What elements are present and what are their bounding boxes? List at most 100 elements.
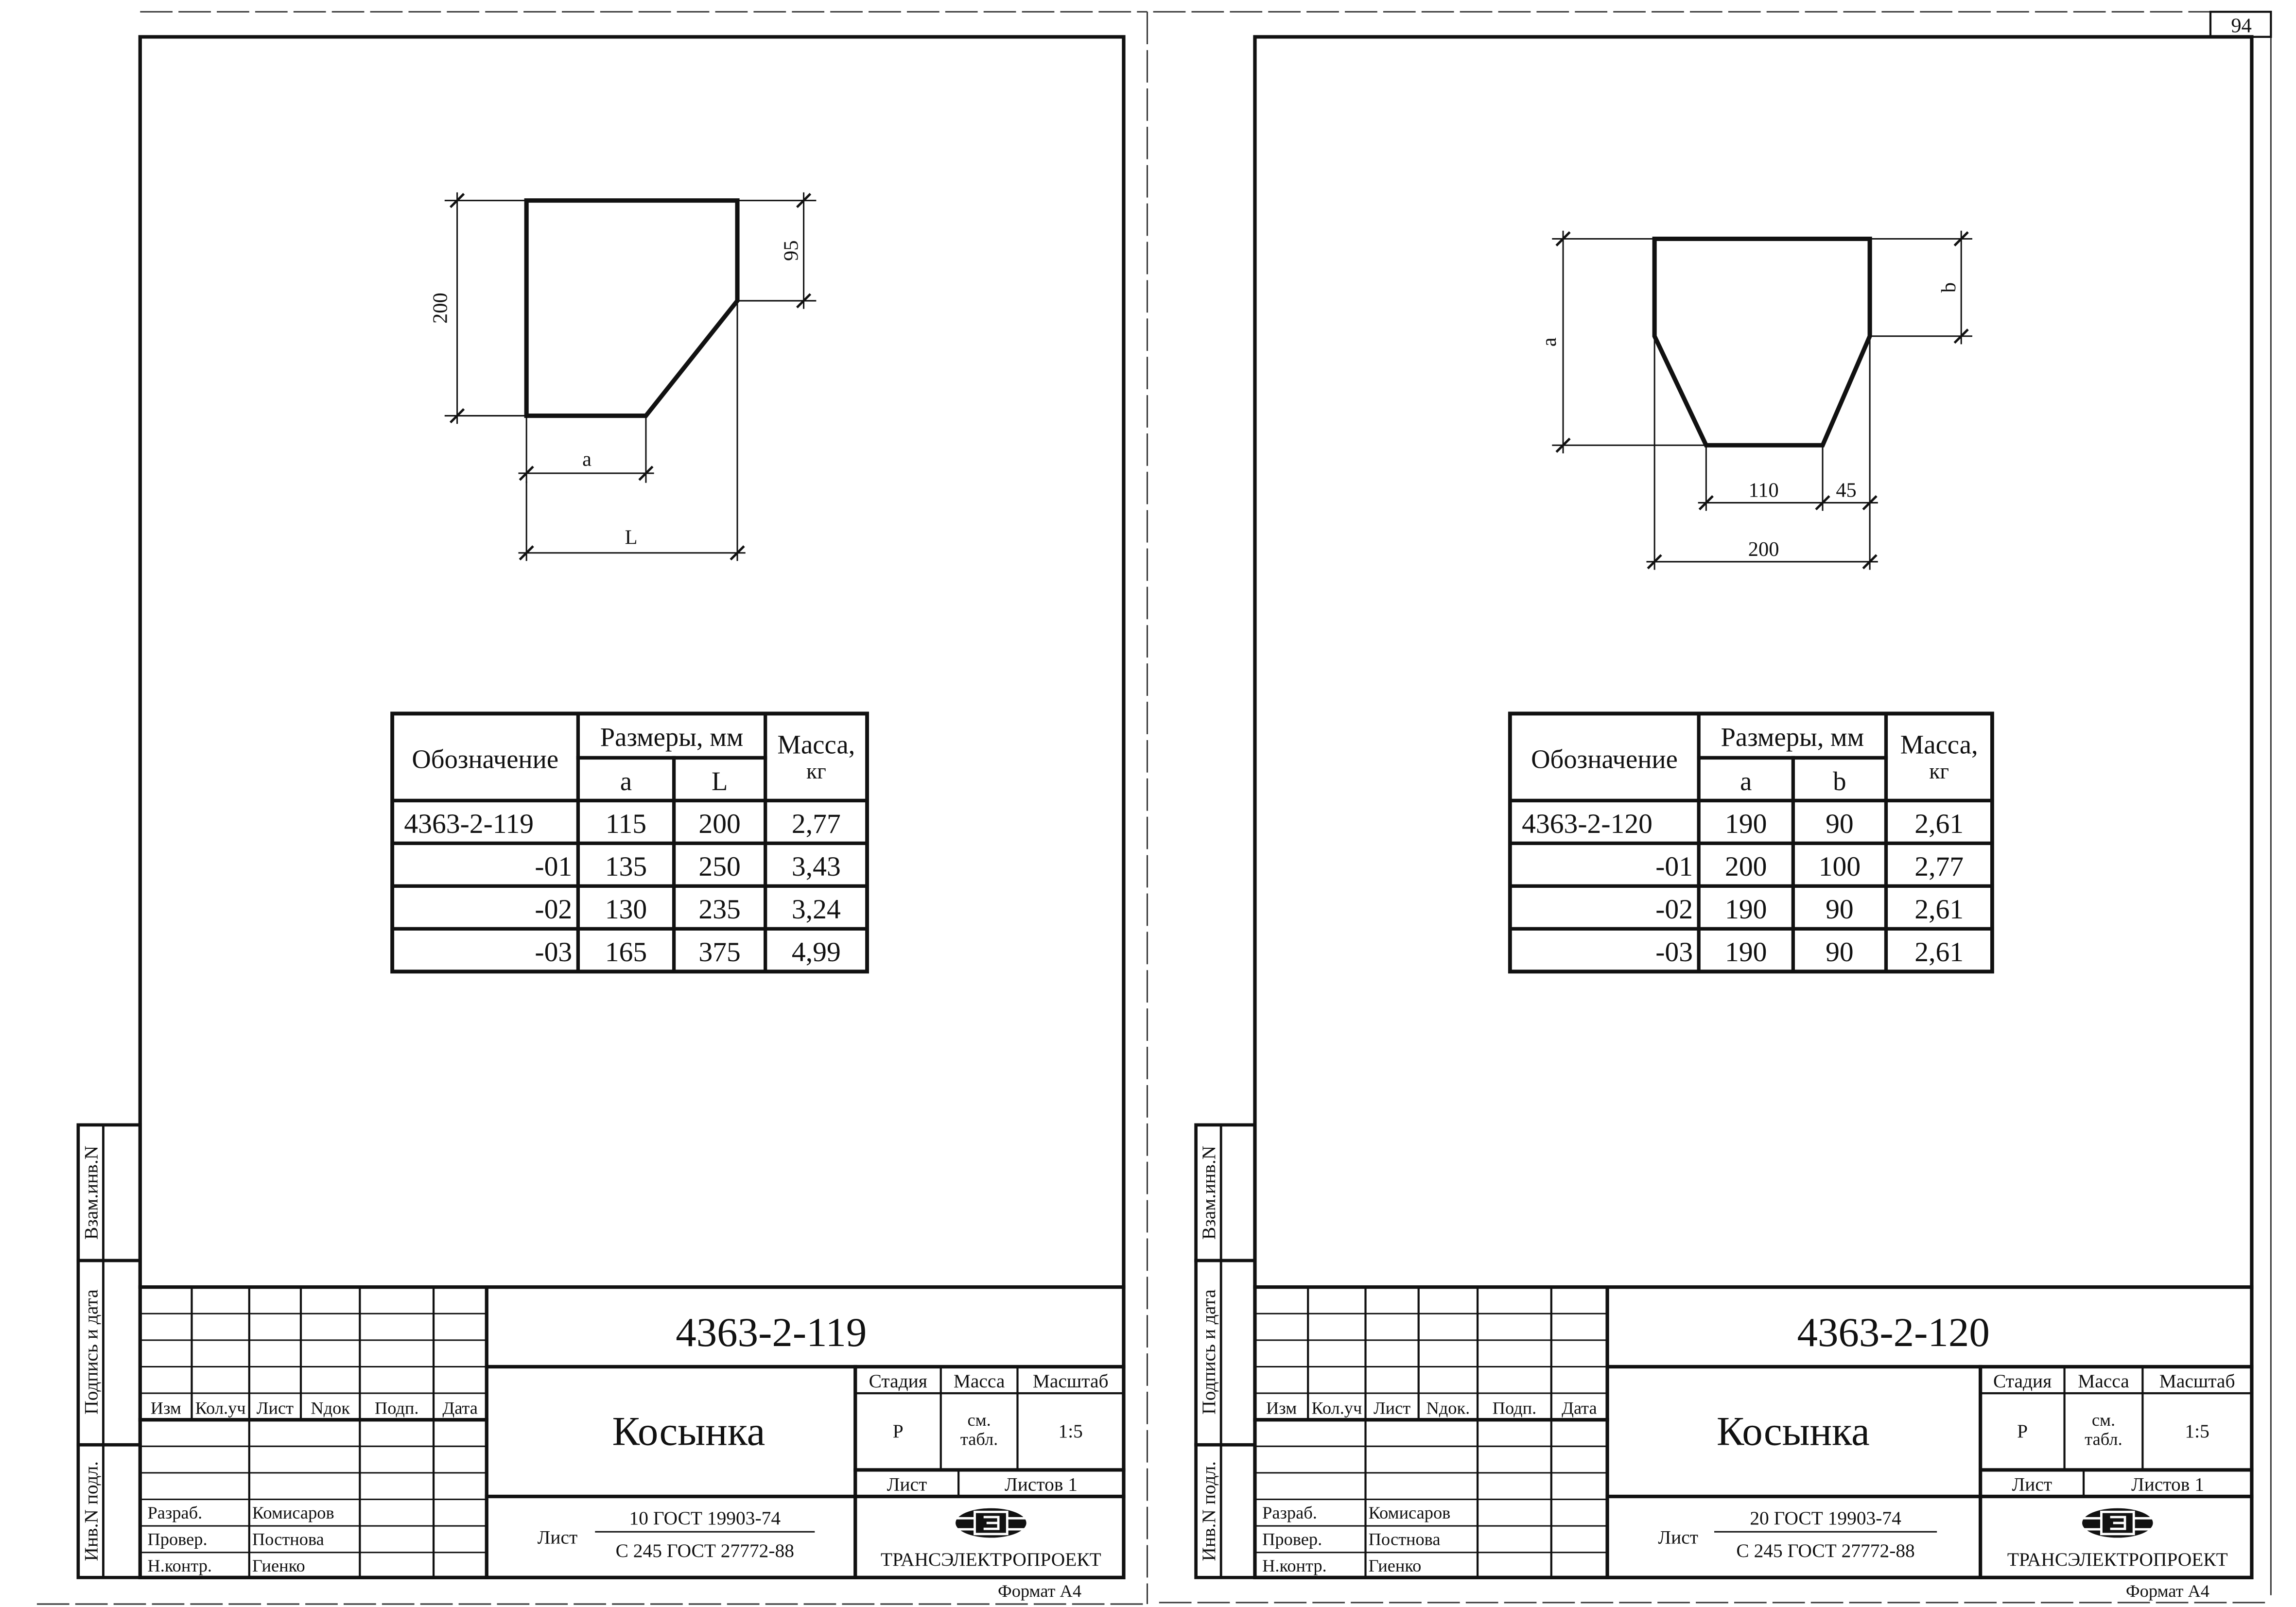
- mass-value: см.: [2092, 1410, 2115, 1430]
- table-cell-designation: -03: [1655, 937, 1693, 968]
- table-header-col-1: a: [1740, 766, 1752, 796]
- side-stamp-border: [76, 1123, 142, 1579]
- table-cell-value: 115: [606, 809, 646, 839]
- signer-role: Н.контр.: [147, 1556, 212, 1575]
- stage-value: Р: [2017, 1420, 2028, 1442]
- signer-name: Комисаров: [252, 1503, 334, 1522]
- table-header-mass: Масса,: [777, 729, 855, 759]
- stamp-replaced-inventory: Взам.инв.N: [80, 1146, 102, 1240]
- signer-name: Гиенко: [1369, 1556, 1422, 1575]
- paper-format: Формат А4: [998, 1581, 1081, 1601]
- stamp-original-inventory: Инв.N подл.: [1198, 1461, 1219, 1561]
- organization-name: ТРАНСЭЛЕКТРОПРОЕКТ: [881, 1549, 1101, 1570]
- trim-lines: 94: [36, 11, 2272, 1605]
- document-designation: 4363-2-119: [676, 1310, 867, 1355]
- table-cell-value: 3,43: [792, 851, 841, 882]
- stage-label: Стадия: [869, 1370, 927, 1392]
- dimension-tick: [450, 193, 465, 208]
- table-cell-value: 100: [1819, 851, 1861, 882]
- table-cell-designation: -03: [535, 937, 572, 968]
- dimension-tick: [1698, 495, 1714, 511]
- side-stamp-border: [1194, 1123, 1257, 1579]
- table-cell-designation: -02: [535, 894, 572, 925]
- dimension-tick: [796, 293, 812, 309]
- dimension-label: b: [1937, 282, 1960, 293]
- table-cell-value: 200: [1725, 851, 1767, 882]
- table-cell-designation: 4363-2-119: [404, 809, 534, 839]
- table-header-col-1: a: [620, 766, 632, 796]
- dimension-tick: [1953, 328, 1969, 344]
- organization-name: ТРАНСЭЛЕКТРОПРОЕКТ: [2007, 1549, 2228, 1570]
- table-cell-value: 2,61: [1914, 937, 1964, 968]
- title-block-column-label: Подп.: [1493, 1399, 1537, 1418]
- scale-label: Масштаб: [2159, 1370, 2235, 1392]
- table-cell-value: 165: [605, 937, 647, 968]
- table-header-dimensions: Размеры, мм: [1721, 722, 1864, 752]
- signer-name: Гиенко: [252, 1556, 305, 1575]
- table-cell-designation: -02: [1655, 894, 1693, 925]
- mass-value: табл.: [2085, 1429, 2122, 1449]
- signer-role: Разраб.: [1262, 1503, 1317, 1522]
- dimension-tick: [1862, 554, 1878, 570]
- reference-standard-top: 20 ГОСТ 19903-74: [1750, 1507, 1901, 1529]
- sheet-label: Лист: [2012, 1473, 2052, 1495]
- table-header-dimensions: Размеры, мм: [600, 722, 744, 752]
- table-cell-value: 90: [1826, 937, 1854, 968]
- title-block-column-label: Лист: [1374, 1399, 1410, 1418]
- table-cell-value: 250: [698, 851, 740, 882]
- table-cell-designation: -01: [1655, 851, 1693, 882]
- table-cell-value: 3,24: [792, 894, 841, 925]
- signer-name: Постнова: [252, 1530, 324, 1549]
- part-outline: [1652, 236, 1872, 448]
- table-cell-value: 90: [1826, 894, 1854, 925]
- dimension-tick: [519, 545, 534, 561]
- dimension-label: 200: [1748, 538, 1779, 561]
- table-cell-value: 2,61: [1914, 809, 1964, 839]
- table-header-designation: Обозначение: [412, 744, 558, 774]
- mass-label: Масса: [2078, 1370, 2129, 1392]
- paper-format: Формат А4: [2126, 1581, 2209, 1601]
- sheet-frame: [1253, 35, 2254, 1579]
- dimension-label: L: [625, 526, 638, 549]
- dimension-tick: [450, 408, 465, 424]
- table-cell-value: 375: [698, 937, 740, 968]
- signer-role: Провер.: [1262, 1530, 1322, 1549]
- stamp-replaced-inventory: Взам.инв.N: [1198, 1146, 1219, 1240]
- stamp-signature-date: Подпись и дата: [80, 1289, 102, 1414]
- signer-role: Н.контр.: [1262, 1556, 1327, 1575]
- company-logo: [956, 1508, 1026, 1538]
- dimension-tick: [1815, 495, 1830, 511]
- stamp-signature-date: Подпись и дата: [1198, 1289, 1219, 1414]
- mass-value: см.: [967, 1410, 991, 1430]
- company-logo: [2082, 1508, 2153, 1538]
- dimension-tick: [1555, 437, 1571, 453]
- part-name: Косынка: [612, 1408, 765, 1454]
- mass-value: табл.: [960, 1429, 998, 1449]
- table-cell-designation: -01: [535, 851, 572, 882]
- title-block-column-label: Кол.уч: [195, 1399, 246, 1418]
- signer-name: Комисаров: [1369, 1503, 1451, 1522]
- sheets-count: Листов 1: [2131, 1473, 2204, 1495]
- table-cell-value: 2,77: [1914, 851, 1964, 882]
- page-number: 94: [2231, 15, 2251, 37]
- title-block-column-label: Nдок.: [1426, 1399, 1470, 1418]
- dimension-tick: [730, 545, 745, 561]
- dimension-tick: [1555, 231, 1571, 247]
- table-header-mass: Масса,: [1900, 729, 1978, 759]
- table-cell-value: 190: [1725, 809, 1767, 839]
- table-cell-value: 235: [698, 894, 740, 925]
- title-block-column-label: Дата: [442, 1399, 478, 1418]
- table-cell-value: 200: [698, 809, 740, 839]
- sheet-frame: [138, 35, 1126, 1579]
- table-header-designation: Обозначение: [1531, 744, 1678, 774]
- logo-mark: [983, 1516, 1000, 1530]
- dimension-tick: [1862, 495, 1878, 511]
- table-cell-value: 130: [605, 894, 647, 925]
